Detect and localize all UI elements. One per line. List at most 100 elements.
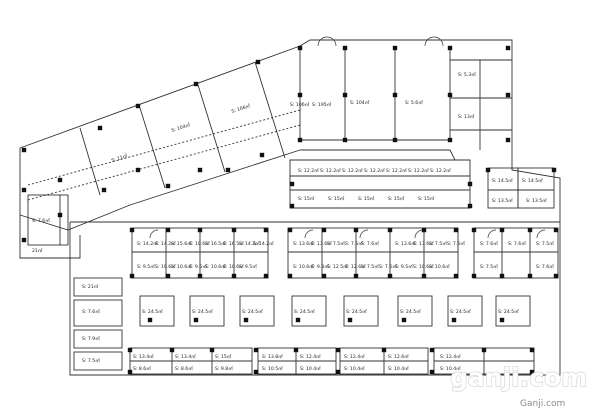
unit-label-lower: S: 12.6㎡ (345, 263, 366, 270)
column-pillar (335, 347, 341, 353)
unit-label-lower: S: 10.6㎡ (223, 263, 244, 270)
column-pillar (392, 137, 398, 143)
left-block-label: S: 7.6㎡ (32, 217, 50, 224)
unit-label-lower: S: 10.6㎡ (293, 263, 314, 270)
column-pillar (342, 137, 348, 143)
column-pillar (499, 227, 505, 233)
unit-label-bottom-lower: S: 10.4㎡ (300, 365, 321, 372)
unit-label-center-strip: S: 12.2㎡ (430, 167, 451, 174)
column-pillar (135, 103, 141, 109)
unit-label-center-strip2: S: 15㎡ (418, 195, 435, 202)
unit-label-bottom-lower: S: 8.6㎡ (133, 365, 151, 372)
unit-label-bottom: S: 13.4㎡ (133, 353, 154, 360)
unit-label-center-strip2: S: 15㎡ (358, 195, 375, 202)
unit-label-bottom-lower: S: 10.4㎡ (440, 365, 461, 372)
column-pillar (499, 317, 505, 323)
column-pillar (401, 317, 407, 323)
column-pillar (553, 227, 559, 233)
watermark-sub: Ganji.com (520, 399, 565, 409)
column-pillar (485, 167, 491, 173)
column-pillar (551, 167, 557, 173)
unit-label-lower-right: S: 10.6㎡ (413, 263, 434, 270)
unit-label-right: S: 13.5㎡ (492, 197, 513, 204)
column-pillar (321, 273, 327, 279)
column-pillar (467, 181, 473, 187)
column-pillar (467, 203, 473, 209)
unit-label-left: S: 21㎡ (82, 283, 99, 290)
column-pillar (421, 227, 427, 233)
column-pillar (297, 137, 303, 143)
unit-label-left: S: 7.6㎡ (82, 308, 100, 315)
column-pillar (421, 273, 427, 279)
column-pillar (347, 317, 353, 323)
column-pillar (263, 227, 269, 233)
unit-label-upper-right: S: 13.6㎡ (395, 240, 416, 247)
unit-label-bottom-lower: S: 10.4㎡ (344, 365, 365, 372)
unit-label-upper-right: S: 7.5㎡ (447, 240, 465, 247)
column-pillar (193, 81, 199, 87)
column-pillar (453, 227, 459, 233)
unit-label-upper: S: 16.5㎡ (223, 240, 244, 247)
column-pillar (127, 347, 133, 353)
column-pillar (255, 59, 261, 65)
unit-label-upper: S: 14.2㎡ (253, 240, 274, 247)
structural-columns (21, 45, 559, 375)
unit-label-upper-wing: S: 106㎡ (230, 102, 251, 115)
unit-label-island: S: 24.5㎡ (498, 308, 519, 315)
column-pillar (129, 273, 135, 279)
unit-label-upper: S: 7.5㎡ (327, 240, 345, 247)
unit-label-island: S: 24.5㎡ (346, 308, 367, 315)
unit-label-lower: S: 9.5㎡ (137, 263, 155, 270)
column-pillar (342, 92, 348, 98)
unit-label-right: S: 14.5㎡ (522, 177, 543, 184)
column-pillar (295, 317, 301, 323)
column-pillar (387, 273, 393, 279)
unit-label-bottom-lower: S: 10.4㎡ (388, 365, 409, 372)
column-pillar (392, 45, 398, 51)
column-pillar (21, 147, 27, 153)
column-pillar (429, 369, 435, 375)
unit-label-center-strip2: S: 15㎡ (298, 195, 315, 202)
unit-label-upper-hall: S: 13㎡ (458, 113, 475, 120)
unit-label-lower-right: S: 7.5㎡ (480, 263, 498, 270)
column-pillar (505, 137, 511, 143)
column-pillar (471, 227, 477, 233)
column-pillar (209, 347, 215, 353)
unit-label-upper-hall: S: 5.6㎡ (405, 99, 423, 106)
unit-label-bottom-lower: S: 10.5㎡ (262, 365, 283, 372)
unit-label-island: S: 24.5㎡ (400, 308, 421, 315)
column-pillar (447, 45, 453, 51)
column-pillar (197, 227, 203, 233)
column-pillar (147, 317, 153, 323)
unit-label-lower-right: S: 10.6㎡ (429, 263, 450, 270)
column-pillar (197, 167, 203, 173)
unit-label-left: S: 7.9㎡ (82, 335, 100, 342)
unit-label-bottom: S: 15㎡ (215, 353, 232, 360)
unit-label-upper-right: S: 7.6㎡ (508, 240, 526, 247)
column-pillar (451, 317, 457, 323)
unit-label-upper-hall: S: 5.3㎡ (458, 71, 476, 78)
column-pillar (481, 347, 487, 353)
unit-label-lower: S: 10.6㎡ (155, 263, 176, 270)
unit-label-lower-right: S: 7.6㎡ (536, 263, 554, 270)
unit-label-center-strip2: S: 15㎡ (388, 195, 405, 202)
column-pillar (287, 227, 293, 233)
watermark-brand: ganji.com (450, 363, 587, 392)
unit-label-upper-right: S: 7.5㎡ (536, 240, 554, 247)
column-pillar (253, 369, 259, 375)
unit-label-upper: S: 7.6㎡ (361, 240, 379, 247)
column-pillar (289, 203, 295, 209)
column-pillar (387, 227, 393, 233)
column-pillar (527, 227, 533, 233)
column-pillar (505, 92, 511, 98)
column-pillar (342, 45, 348, 51)
unit-label-center-strip2: S: 15㎡ (328, 195, 345, 202)
unit-label-upper-hall: S: 195㎡ (312, 101, 332, 108)
unit-label-bottom-lower: S: 9.8㎡ (215, 365, 233, 372)
unit-label-center-strip: S: 12.2㎡ (320, 167, 341, 174)
unit-label-center-strip: S: 12.2㎡ (298, 167, 319, 174)
left-block-area: 21㎡ (32, 247, 43, 254)
column-pillar (453, 273, 459, 279)
unit-label-upper: S: 7.5㎡ (345, 240, 363, 247)
